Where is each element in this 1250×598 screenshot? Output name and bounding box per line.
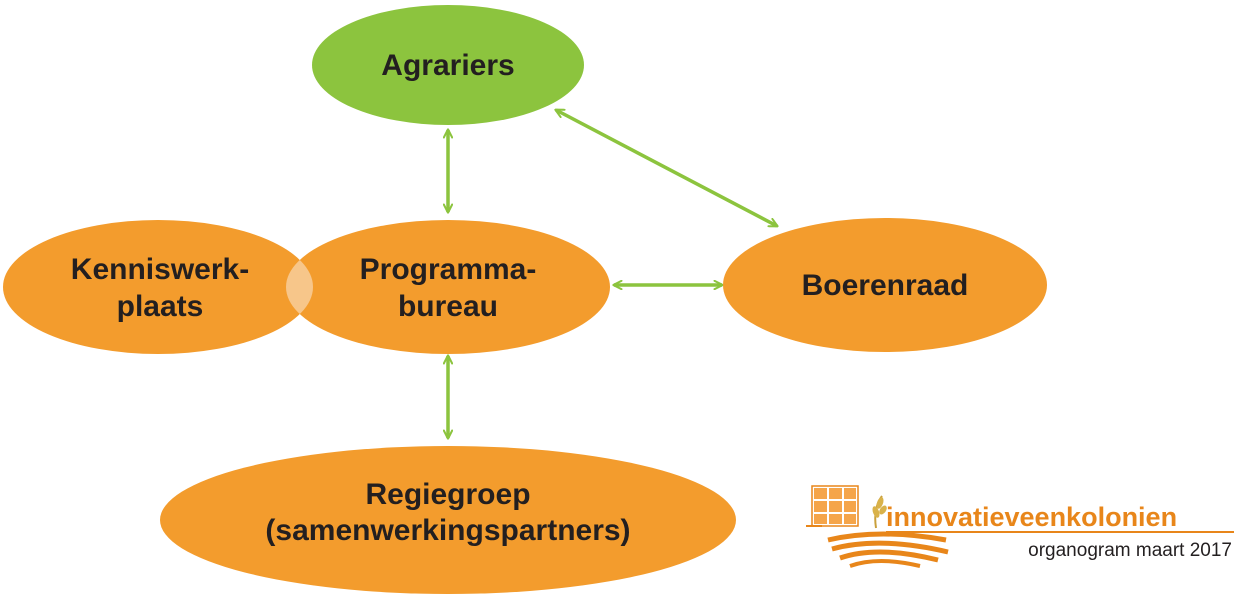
- node-boerenraad: Boerenraad: [723, 218, 1047, 352]
- logo: innovatieveenkolonien organogram maart 2…: [806, 485, 1234, 568]
- node-programmabureau-shape: [286, 220, 610, 354]
- connections: [448, 108, 777, 438]
- node-kenniswerkplaats: [3, 220, 313, 354]
- logo-wordmark: innovatieveenkolonien: [886, 502, 1177, 532]
- solar-panel-field-wheat-icon: [806, 485, 960, 568]
- node-agrariers: Agrariers: [312, 5, 584, 125]
- node-regiegroep-label-line1: Regiegroep: [365, 478, 530, 511]
- node-boerenraad-shape: [723, 218, 1047, 352]
- node-programmabureau: [286, 220, 610, 354]
- node-boerenraad-label: Boerenraad: [802, 269, 969, 302]
- node-programmabureau-label-line2: bureau: [398, 290, 498, 323]
- node-programmabureau-label-line1: Programma-: [360, 253, 537, 286]
- node-agrariers-shape: [312, 5, 584, 125]
- node-regiegroep-label-line2: (samenwerkingspartners): [265, 514, 630, 547]
- node-regiegroep-shape: [160, 446, 736, 594]
- arrow-agrariers-boerenraad: [556, 108, 777, 228]
- node-kenniswerkplaats-label-line2: plaats: [117, 290, 204, 323]
- logo-caption: organogram maart 2017: [1028, 540, 1232, 561]
- node-kenniswerkplaats-label-line1: Kenniswerk-: [71, 253, 249, 286]
- node-kenniswerkplaats-shape: [3, 220, 313, 354]
- node-regiegroep: Regiegroep (samenwerkingspartners): [160, 446, 736, 594]
- node-agrariers-label: Agrariers: [381, 49, 514, 82]
